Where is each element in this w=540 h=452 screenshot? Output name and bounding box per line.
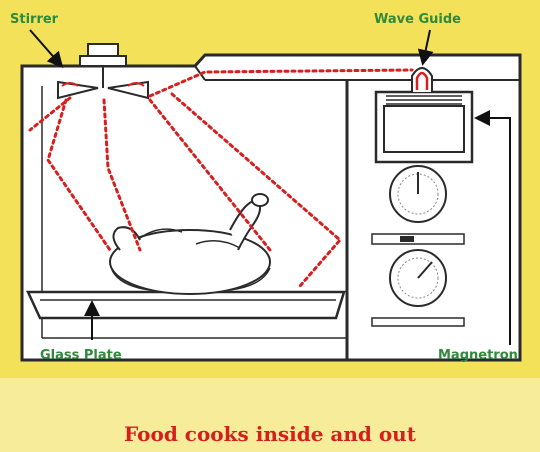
microwave-waves bbox=[28, 68, 414, 288]
magnetron-arrow-icon bbox=[474, 110, 511, 345]
stirrer-housing bbox=[79, 43, 127, 67]
timer-dial-icon bbox=[389, 165, 447, 223]
control-switch bbox=[371, 233, 465, 245]
label-wave-guide: Wave Guide bbox=[374, 12, 461, 27]
glass-plate bbox=[26, 290, 346, 320]
label-glass-plate: Glass Plate bbox=[40, 348, 122, 363]
label-magnetron: Magnetron bbox=[438, 348, 518, 363]
stirrer-fan-icon bbox=[57, 66, 149, 100]
stirrer-arrow-icon bbox=[29, 29, 64, 69]
label-arrows bbox=[29, 29, 511, 345]
label-stirrer: Stirrer bbox=[10, 12, 59, 27]
wave-arrow-icon bbox=[417, 29, 434, 66]
roast-turkey-icon bbox=[109, 193, 271, 295]
page-lower-band bbox=[0, 378, 540, 452]
magnetron-icon bbox=[374, 67, 474, 164]
caption: Food cooks inside and out bbox=[124, 422, 416, 446]
timer-dial-icon-2 bbox=[389, 249, 447, 307]
control-button bbox=[371, 317, 465, 327]
